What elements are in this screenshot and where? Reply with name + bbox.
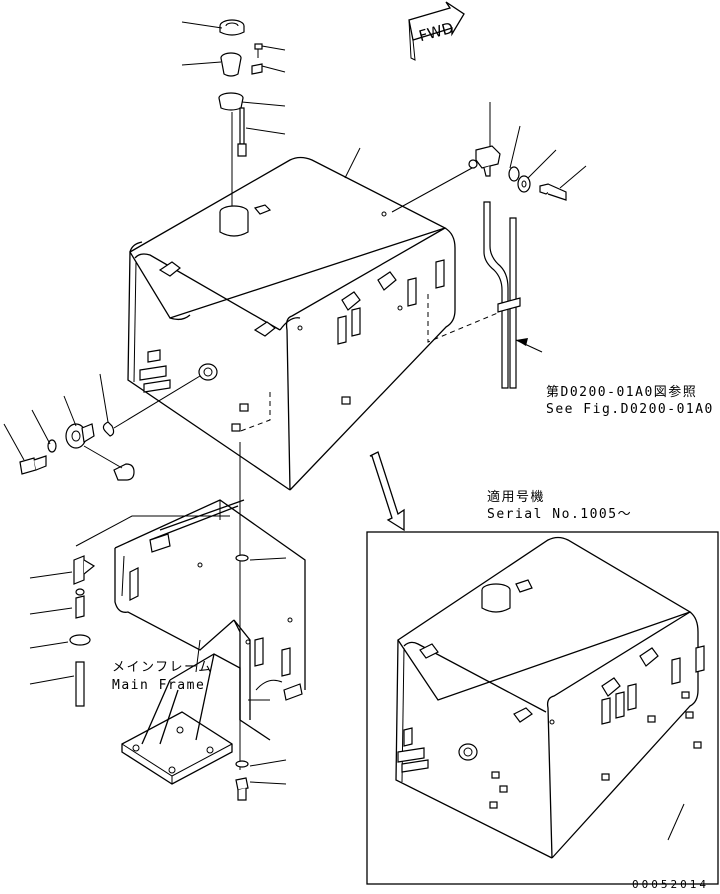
strainer-icon bbox=[218, 52, 244, 111]
fwd-arrow-icon: FWD bbox=[408, 1, 465, 61]
tube-icon bbox=[483, 201, 521, 389]
bolt-small-icon bbox=[251, 43, 263, 75]
serial-note-jp: 適用号機 bbox=[487, 490, 546, 505]
main-frame bbox=[114, 499, 306, 785]
hose-parts-icon bbox=[69, 555, 96, 707]
reference-note-jp: 第D0200-01A0図参照 bbox=[546, 385, 698, 400]
main-frame-label-jp: メインフレーム bbox=[112, 660, 213, 675]
bolt-icon bbox=[539, 183, 567, 201]
level-gauge-icon bbox=[237, 107, 247, 157]
mount-bolt-icon bbox=[235, 777, 249, 801]
drain-plug-icon bbox=[19, 421, 135, 481]
filler-cap-icon bbox=[219, 19, 245, 36]
serial-note-en: Serial No.1005～ bbox=[487, 507, 633, 522]
washer-icon bbox=[508, 166, 531, 193]
pointer-arrow-icon bbox=[369, 451, 405, 532]
document-number: 00052014 bbox=[632, 878, 709, 891]
svg-text:FWD: FWD bbox=[417, 19, 455, 45]
elbow-fitting-icon bbox=[468, 145, 501, 177]
fuel-tank bbox=[127, 156, 501, 491]
reference-note-en: See Fig.D0200-01A0 bbox=[546, 402, 714, 417]
serial-inset bbox=[366, 531, 719, 885]
main-frame-label-en: Main Frame bbox=[112, 678, 206, 693]
